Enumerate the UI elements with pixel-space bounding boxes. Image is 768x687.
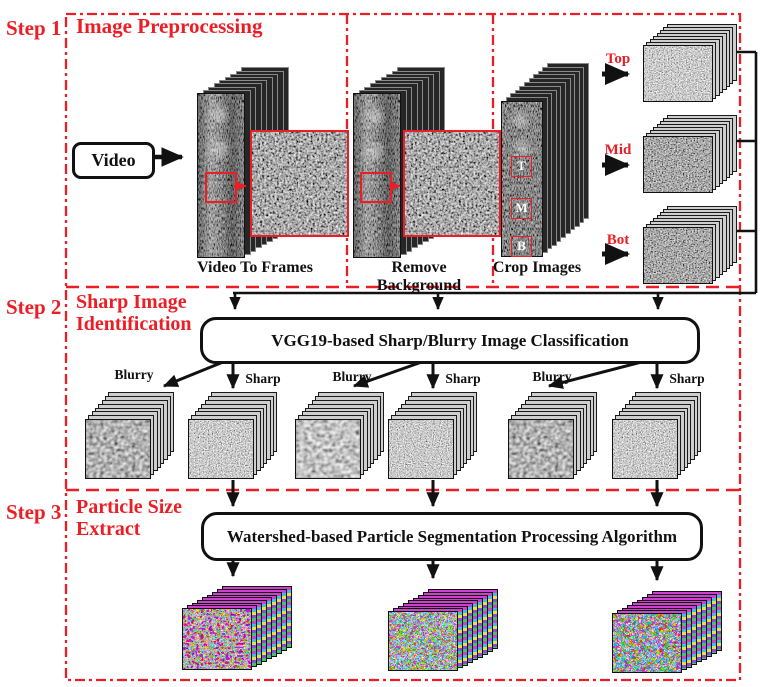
remove-background-zoom-source-rect bbox=[360, 172, 392, 203]
branch-label-blurry-1: Blurry bbox=[114, 367, 154, 382]
blurry-stack-3-front-image bbox=[508, 419, 574, 479]
step3-title-line2: Extract bbox=[76, 518, 141, 540]
crop-marker-bottom: B bbox=[511, 236, 532, 257]
branch-label-sharp-3: Sharp bbox=[669, 371, 705, 386]
step2-title-line1: Sharp Image bbox=[76, 291, 187, 313]
step3-title-line1: Particle Size bbox=[76, 496, 183, 518]
vgg19-classifier-label: VGG19-based Sharp/Blurry Image Classific… bbox=[271, 330, 629, 350]
sharp-stack-1-front-image bbox=[188, 419, 254, 479]
crop-output-bot-label: Bot bbox=[606, 232, 630, 248]
crop-marker-mid: M bbox=[511, 198, 532, 219]
step3-label: Step 3 bbox=[6, 500, 62, 524]
video-box: Video bbox=[72, 142, 155, 179]
caption-remove-background: Remove Background bbox=[376, 259, 462, 294]
sharp-stack-3-front-image bbox=[612, 419, 678, 479]
crop-marker-top: T bbox=[511, 156, 532, 177]
watershed-segmentation-label: Watershed-based Particle Segmentation Pr… bbox=[226, 526, 678, 546]
watershed-segmentation-box: Watershed-based Particle Segmentation Pr… bbox=[201, 512, 703, 561]
sharp-stack-2-front-image bbox=[388, 419, 454, 479]
segmented-stack-2-front-image bbox=[388, 611, 458, 671]
branch-label-blurry-3: Blurry bbox=[532, 369, 572, 384]
remove-background-zoom-inset bbox=[403, 130, 501, 237]
step1-title: Image Preprocessing bbox=[76, 14, 263, 38]
crop-output-top-label: Top bbox=[605, 51, 631, 67]
video-box-label: Video bbox=[91, 150, 136, 170]
video-frames-zoom-inset bbox=[250, 130, 349, 237]
step1-label: Step 1 bbox=[6, 16, 62, 40]
video-frames-zoom-source-rect bbox=[205, 172, 237, 203]
caption-video-to-frames: Video To Frames bbox=[197, 259, 313, 276]
blurry-stack-2-front-image bbox=[295, 419, 361, 479]
bot-crops-front-image bbox=[643, 227, 713, 284]
segmented-stack-1-front-image bbox=[182, 608, 252, 670]
crop-output-mid-label: Mid bbox=[604, 142, 632, 158]
step2-title-line2: Identification bbox=[76, 313, 192, 335]
vgg19-classifier-box: VGG19-based Sharp/Blurry Image Classific… bbox=[200, 317, 700, 364]
branch-label-sharp-1: Sharp bbox=[245, 371, 281, 386]
blurry-stack-1-front-image bbox=[85, 419, 151, 479]
top-crops-front-image bbox=[643, 45, 713, 102]
branch-label-sharp-2: Sharp bbox=[445, 371, 481, 386]
caption-crop-images: Crop Images bbox=[492, 259, 582, 276]
segmented-stack-3-front-image bbox=[612, 613, 682, 673]
branch-label-blurry-2: Blurry bbox=[332, 369, 372, 384]
step2-label: Step 2 bbox=[6, 295, 62, 319]
mid-crops-front-image bbox=[643, 136, 713, 193]
crop-images-front-image bbox=[501, 101, 543, 257]
